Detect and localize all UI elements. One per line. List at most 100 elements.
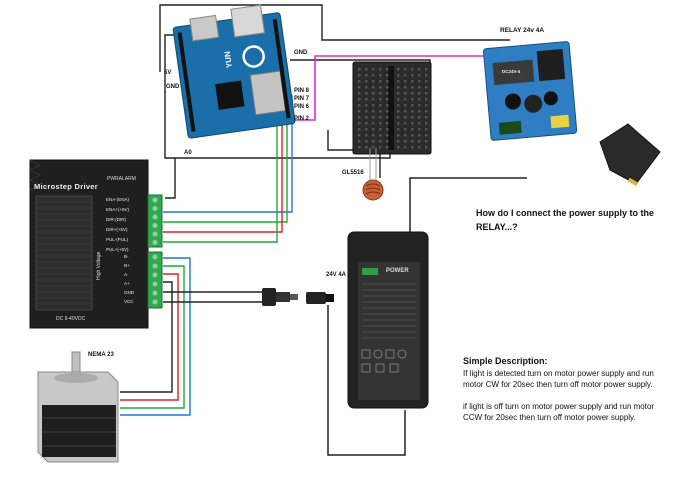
gnd-left-label: GND bbox=[166, 84, 180, 90]
breadboard-hole bbox=[418, 110, 421, 113]
breadboard-hole bbox=[404, 80, 407, 83]
breadboard-hole bbox=[418, 74, 421, 77]
breadboard-hole bbox=[411, 116, 414, 119]
breadboard-hole bbox=[386, 92, 389, 95]
breadboard-hole bbox=[365, 80, 368, 83]
breadboard-hole bbox=[372, 122, 375, 125]
breadboard-hole bbox=[358, 68, 361, 71]
breadboard bbox=[352, 61, 432, 155]
breadboard-hole bbox=[372, 104, 375, 107]
wire-pin2 bbox=[163, 117, 288, 243]
a0-label: A0 bbox=[184, 150, 192, 156]
breadboard-hole bbox=[418, 92, 421, 95]
driver-title: Microstep Driver bbox=[34, 182, 98, 191]
description-block: Simple Description: If light is detected… bbox=[463, 356, 663, 434]
stepper-motor bbox=[37, 351, 119, 463]
breadboard-hole bbox=[379, 110, 382, 113]
breadboard-hole bbox=[418, 146, 421, 149]
breadboard-hole bbox=[358, 110, 361, 113]
breadboard-hole bbox=[425, 140, 428, 143]
breadboard-hole bbox=[386, 98, 389, 101]
breadboard-hole bbox=[358, 128, 361, 131]
breadboard-hole bbox=[379, 134, 382, 137]
breadboard-hole bbox=[386, 104, 389, 107]
driver-signal-pin-label: ENA+(+5V) bbox=[106, 207, 130, 212]
breadboard-hole bbox=[404, 98, 407, 101]
breadboard-hole bbox=[425, 146, 428, 149]
breadboard-hole bbox=[358, 98, 361, 101]
breadboard-hole bbox=[425, 80, 428, 83]
arduino-board: YUN bbox=[172, 4, 296, 139]
breadboard-hole bbox=[386, 134, 389, 137]
breadboard-hole bbox=[358, 74, 361, 77]
breadboard-hole bbox=[411, 92, 414, 95]
breadboard-hole bbox=[386, 68, 389, 71]
breadboard-hole bbox=[425, 122, 428, 125]
breadboard-hole bbox=[365, 116, 368, 119]
power-supply bbox=[347, 231, 429, 409]
breadboard-hole bbox=[372, 98, 375, 101]
breadboard-hole bbox=[425, 86, 428, 89]
breadboard-hole bbox=[358, 134, 361, 137]
breadboard-hole bbox=[379, 86, 382, 89]
psu-label: 24V 4A bbox=[326, 272, 347, 278]
breadboard-hole bbox=[397, 128, 400, 131]
breadboard-hole bbox=[411, 140, 414, 143]
breadboard-hole bbox=[404, 92, 407, 95]
breadboard-hole bbox=[411, 134, 414, 137]
relay-title: RELAY 24v 4A bbox=[500, 27, 545, 34]
driver-model: PWRALARM bbox=[107, 176, 136, 182]
breadboard-hole bbox=[379, 146, 382, 149]
dc-jack bbox=[262, 288, 298, 306]
breadboard-hole bbox=[418, 116, 421, 119]
pin2-label: PIN 2 bbox=[294, 116, 310, 122]
breadboard-hole bbox=[386, 146, 389, 149]
terminal-screw bbox=[152, 197, 158, 203]
breadboard-hole bbox=[372, 80, 375, 83]
breadboard-hole bbox=[379, 104, 382, 107]
description-heading: Simple Description: bbox=[463, 356, 548, 366]
breadboard-hole bbox=[379, 140, 382, 143]
breadboard-hole bbox=[397, 122, 400, 125]
wire-psu-dc bbox=[327, 305, 406, 456]
breadboard-hole bbox=[379, 116, 382, 119]
terminal-screw bbox=[152, 299, 158, 305]
breadboard-hole bbox=[379, 80, 382, 83]
dc-plug bbox=[306, 292, 334, 304]
terminal-screw bbox=[152, 240, 158, 245]
breadboard-hole bbox=[404, 122, 407, 125]
breadboard-hole bbox=[425, 110, 428, 113]
ldr-label: GL5516 bbox=[342, 170, 364, 176]
breadboard-hole bbox=[418, 98, 421, 101]
breadboard-hole bbox=[372, 110, 375, 113]
breadboard-hole bbox=[411, 122, 414, 125]
breadboard-hole bbox=[397, 92, 400, 95]
breadboard-hole bbox=[397, 98, 400, 101]
breadboard-hole bbox=[411, 74, 414, 77]
terminal-screw bbox=[152, 272, 158, 278]
breadboard-hole bbox=[365, 74, 368, 77]
breadboard-hole bbox=[404, 86, 407, 89]
breadboard-hole bbox=[365, 146, 368, 149]
breadboard-hole bbox=[397, 134, 400, 137]
breadboard-hole bbox=[372, 140, 375, 143]
breadboard-hole bbox=[386, 128, 389, 131]
driver-power-pin-label: B+ bbox=[124, 263, 130, 268]
breadboard-hole bbox=[379, 92, 382, 95]
breadboard-hole bbox=[411, 110, 414, 113]
breadboard-hole bbox=[397, 68, 400, 71]
breadboard-hole bbox=[418, 86, 421, 89]
driver-power-pin-label: A+ bbox=[124, 281, 130, 286]
wire-motor-b bbox=[120, 265, 185, 409]
breadboard-hole bbox=[358, 80, 361, 83]
breadboard-hole bbox=[365, 128, 368, 131]
breadboard-hole bbox=[397, 104, 400, 107]
terminal-screw bbox=[152, 231, 158, 237]
breadboard-hole bbox=[404, 134, 407, 137]
ldr-sensor bbox=[362, 148, 384, 201]
driver-voltage: DC 9-40VDC bbox=[56, 316, 86, 322]
terminal-screw bbox=[152, 263, 158, 269]
breadboard-hole bbox=[418, 104, 421, 107]
driver-signal-pin-label: DIR-(DIR) bbox=[106, 217, 126, 222]
breadboard-hole bbox=[425, 116, 428, 119]
